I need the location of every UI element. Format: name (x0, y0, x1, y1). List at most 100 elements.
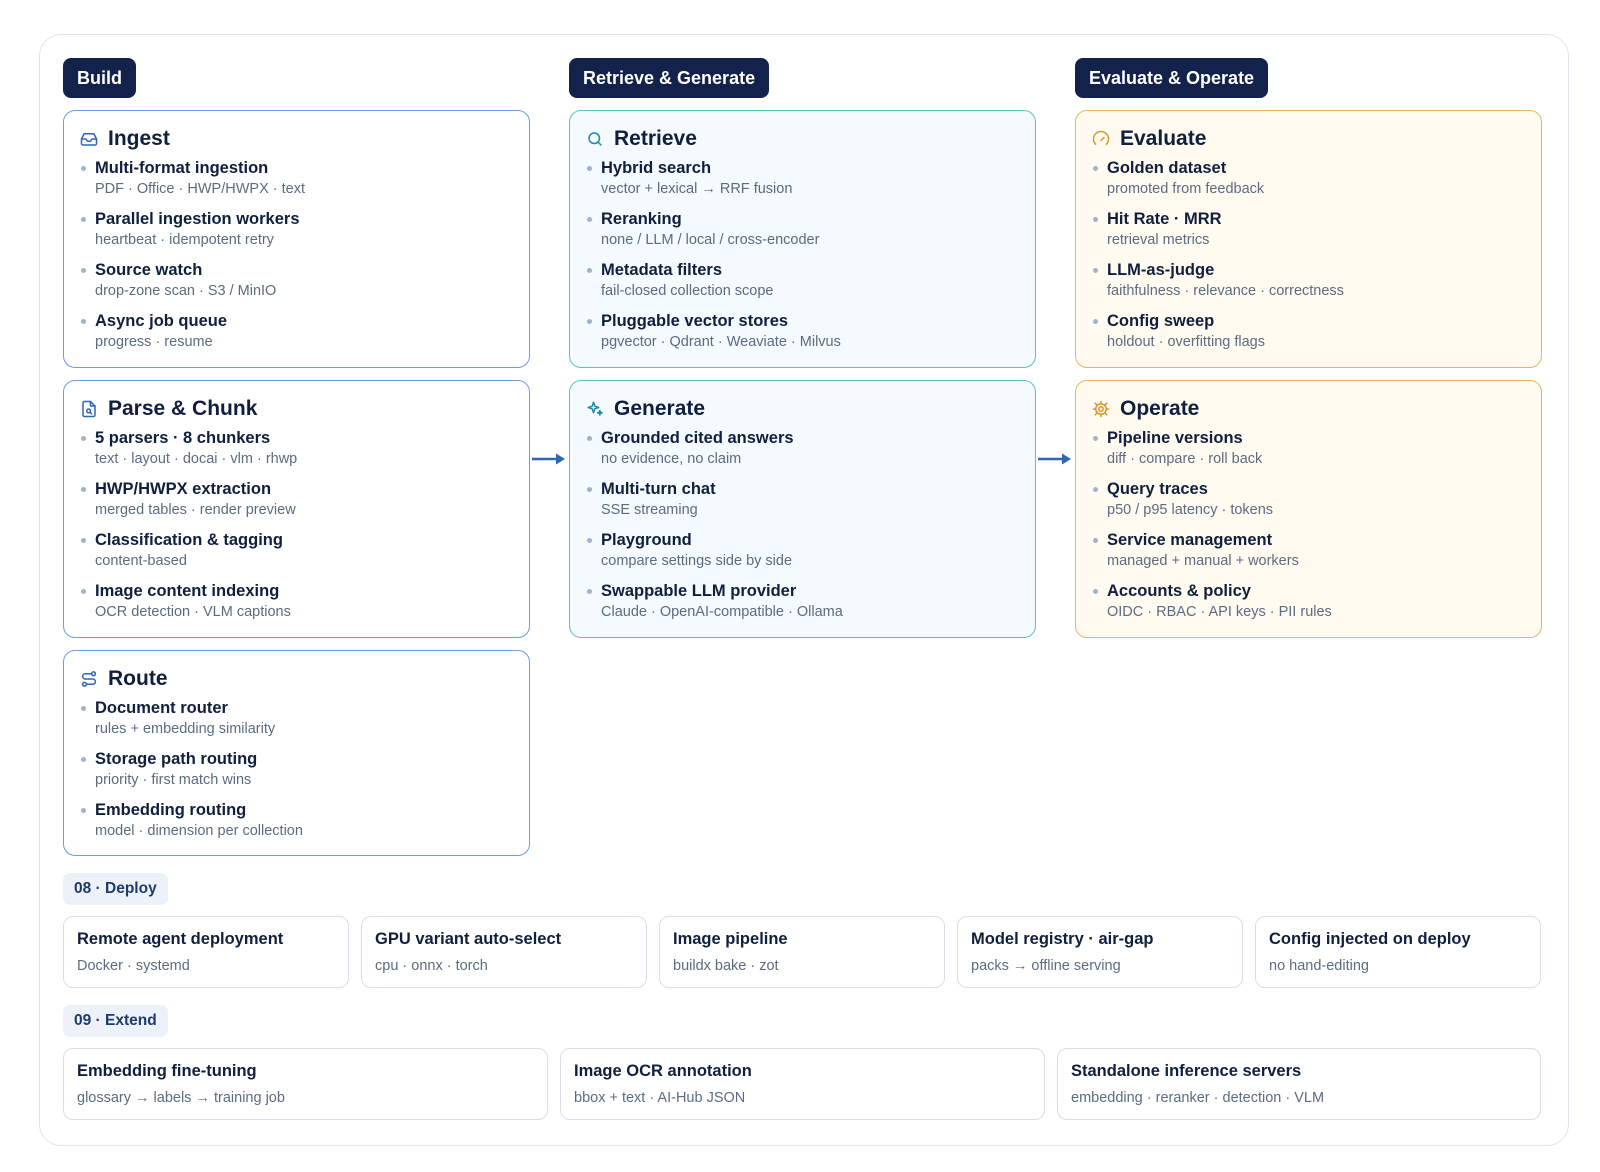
item-title: Reranking (601, 210, 682, 228)
item-title: Image content indexing (95, 582, 280, 600)
item-title: Source watch (95, 261, 203, 279)
column-label-retrieve-generate: Retrieve & Generate (569, 58, 770, 98)
item-subtitle: text · layout · docai · vlm · rhwp (95, 451, 298, 467)
list-item: Pluggable vector stores pgvector · Qdrant… (586, 310, 1019, 361)
item-subtitle: heartbeat · idempotent retry (95, 232, 274, 248)
item-subtitle: OCR detection · VLM captions (95, 604, 291, 620)
item-title: Playground (601, 531, 692, 549)
list-item: Hit Rate · MRR retrieval metrics (1092, 208, 1525, 259)
item-title: Multi-format ingestion (95, 159, 269, 177)
list-item: Golden dataset promoted from feedback (1092, 157, 1525, 208)
item-title: Classification & tagging (95, 531, 283, 549)
tile-subtitle: embedding · reranker · detection · VLM (1071, 1090, 1325, 1106)
card-retrieve: Retrieve Hybrid search vector + lexical →… (569, 110, 1036, 368)
tile-subtitle: cpu · onnx · torch (375, 958, 488, 974)
flow-arrow-build-to-retrieve (532, 452, 566, 466)
list-item: Source watch drop-zone scan · S3 / MinIO (80, 259, 513, 310)
card-generate: Generate Grounded cited answers no eviden… (569, 380, 1036, 638)
section-label-extend: 09 · Extend (63, 1005, 168, 1037)
tile-subtitle: no hand-editing (1269, 958, 1369, 974)
item-subtitle: drop-zone scan · S3 / MinIO (95, 283, 277, 299)
item-subtitle: Claude · OpenAI-compatible · Ollama (601, 604, 843, 620)
item-subtitle: none / LLM / local / cross-encoder (601, 232, 820, 248)
search-icon (586, 130, 604, 148)
item-subtitle: vector + lexical → RRF fusion (601, 181, 793, 197)
item-title: Multi-turn chat (601, 480, 716, 498)
section-label-deploy: 08 · Deploy (63, 873, 168, 905)
tile-subtitle: glossary → labels → training job (77, 1090, 285, 1106)
item-title: Swappable LLM provider (601, 582, 797, 600)
item-title: Embedding routing (95, 801, 247, 819)
item-title: HWP/HWPX extraction (95, 480, 272, 498)
tile-title: Config injected on deploy (1269, 930, 1471, 948)
card-title: Retrieve (614, 127, 697, 150)
tile-title: Embedding fine-tuning (77, 1062, 257, 1080)
gear-icon (1092, 400, 1110, 418)
item-title: Parallel ingestion workers (95, 210, 300, 228)
item-title: LLM-as-judge (1107, 261, 1215, 279)
sparkles-icon (586, 400, 604, 418)
item-title: Grounded cited answers (601, 429, 794, 447)
item-title: Query traces (1107, 480, 1208, 498)
card-title: Route (108, 667, 168, 690)
tile-title: Standalone inference servers (1071, 1062, 1302, 1080)
item-title: Hit Rate · MRR (1107, 210, 1222, 228)
extend-tile: Embedding fine-tuning glossary → labels →… (63, 1048, 548, 1120)
list-item: Async job queue progress · resume (80, 310, 513, 361)
item-title: 5 parsers · 8 chunkers (95, 429, 271, 447)
item-title: Golden dataset (1107, 159, 1227, 177)
item-subtitle: p50 / p95 latency · tokens (1107, 502, 1274, 518)
inbox-icon (80, 130, 98, 148)
list-item: HWP/HWPX extraction merged tables · rende… (80, 478, 513, 529)
document-search-icon (80, 400, 98, 418)
item-subtitle: pgvector · Qdrant · Weaviate · Milvus (601, 334, 841, 350)
item-subtitle: SSE streaming (601, 502, 698, 518)
card-route: Route Document router rules + embedding s… (63, 650, 530, 856)
deploy-tile: Config injected on deploy no hand-editing (1255, 916, 1541, 988)
route-icon (80, 670, 98, 688)
item-subtitle: rules + embedding similarity (95, 721, 276, 737)
tile-title: Image OCR annotation (574, 1062, 752, 1080)
card-title: Parse & Chunk (108, 397, 258, 420)
item-subtitle: merged tables · render preview (95, 502, 296, 518)
flow-arrow-retrieve-to-evaluate (1038, 452, 1072, 466)
tile-subtitle: bbox + text · AI-Hub JSON (574, 1090, 746, 1106)
tile-title: GPU variant auto-select (375, 930, 562, 948)
card-title: Ingest (108, 127, 170, 150)
card-title: Generate (614, 397, 706, 420)
item-title: Document router (95, 699, 228, 717)
item-subtitle: no evidence, no claim (601, 451, 742, 467)
item-title: Hybrid search (601, 159, 712, 177)
tile-subtitle: Docker · systemd (77, 958, 190, 974)
tile-subtitle: buildx bake · zot (673, 958, 779, 974)
extend-tile: Image OCR annotation bbox + text · AI-Hub… (560, 1048, 1045, 1120)
item-title: Config sweep (1107, 312, 1215, 330)
card-title: Operate (1120, 397, 1200, 420)
list-item: Document router rules + embedding similar… (80, 697, 513, 748)
item-title: Pluggable vector stores (601, 312, 789, 330)
card-parse-chunk: Parse & Chunk 5 parsers · 8 chunkers text… (63, 380, 530, 638)
item-title: Async job queue (95, 312, 228, 330)
item-subtitle: progress · resume (95, 334, 213, 350)
item-title: Metadata filters (601, 261, 723, 279)
item-subtitle: promoted from feedback (1107, 181, 1265, 197)
item-title: Pipeline versions (1107, 429, 1243, 447)
item-subtitle: retrieval metrics (1107, 232, 1210, 248)
list-item: Query traces p50 / p95 latency · tokens (1092, 478, 1525, 529)
list-item: Grounded cited answers no evidence, no cl… (586, 427, 1019, 478)
list-item: Reranking none / LLM / local / cross-enco… (586, 208, 1019, 259)
